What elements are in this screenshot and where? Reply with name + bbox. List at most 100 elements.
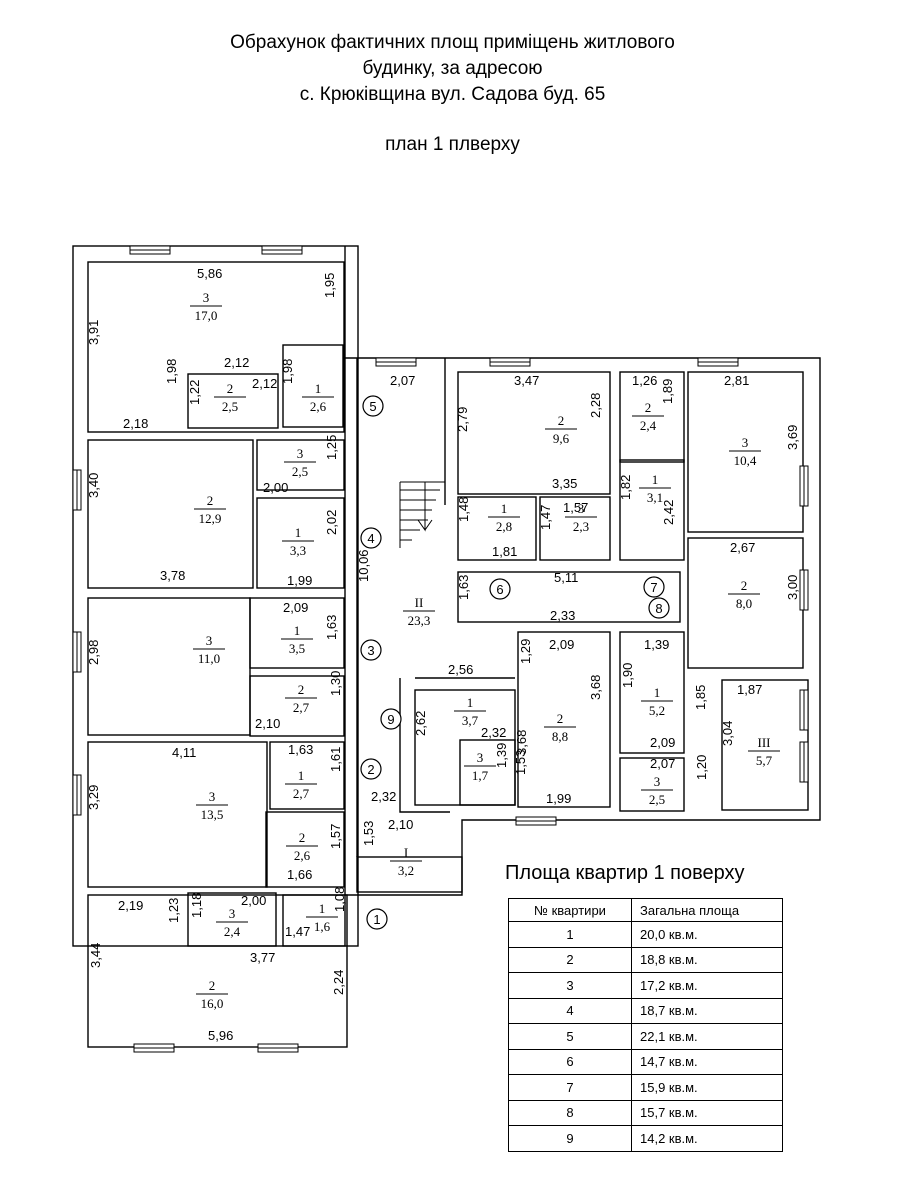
svg-text:3: 3 — [367, 643, 374, 658]
room-area: 2,4 — [224, 924, 241, 939]
staircase — [399, 481, 445, 548]
dimension-label: 10,06 — [356, 549, 371, 582]
dimension-label: 1,90 — [620, 663, 635, 688]
dimension-label: 1,99 — [546, 791, 571, 806]
dimension-label: 2,09 — [650, 735, 675, 750]
wall-3 — [87, 597, 251, 736]
wall-18 — [457, 496, 537, 561]
dimension-label: 1,63 — [324, 615, 339, 640]
room-area: 8,8 — [552, 729, 568, 744]
dimension-label: 1,63 — [288, 742, 313, 757]
dimension-label: 1,26 — [632, 373, 657, 388]
apartment-marker: 4 — [360, 527, 382, 549]
svg-text:9: 9 — [387, 712, 394, 727]
apartment-area: 15,9 кв.м. — [631, 1074, 783, 1101]
dimension-label: 5,96 — [208, 1028, 233, 1043]
room-number: 3 — [742, 435, 749, 450]
wall-20 — [619, 371, 685, 463]
wall-13 — [265, 811, 345, 888]
wall-6 — [187, 373, 279, 429]
apartment-number: 9 — [508, 1125, 632, 1152]
wall-21 — [619, 459, 685, 561]
apartments-table-title: Площа квартир 1 поверху — [505, 862, 745, 884]
apartment-marker: 1 — [366, 908, 388, 930]
room-area: 2,7 — [293, 786, 310, 801]
room-number: 2 — [741, 578, 748, 593]
dimension-label: 2,18 — [123, 416, 148, 431]
room-label: 311,0 — [193, 633, 225, 666]
room-area: 3,1 — [647, 490, 663, 505]
room-label: 216,0 — [196, 978, 228, 1011]
room-area: 3,2 — [398, 863, 414, 878]
dimension-label: 1,87 — [737, 682, 762, 697]
apartment-number: 3 — [508, 972, 632, 999]
title-line-3: с. Крюківщина вул. Садова буд. 65 — [299, 84, 606, 105]
dimension-label: 2,10 — [255, 716, 280, 731]
dimension-label: 1,29 — [518, 639, 533, 664]
wall-10 — [249, 597, 345, 669]
dimension-label: 2,79 — [455, 407, 470, 432]
room-number: II — [415, 595, 424, 610]
apartment-area: 14,2 кв.м. — [631, 1125, 783, 1152]
room-label: 317,0 — [190, 290, 222, 323]
room-label: 12,6 — [302, 381, 334, 414]
dimension-label: 3,35 — [552, 476, 577, 491]
svg-text:6: 6 — [496, 582, 503, 597]
dimension-label: 1,53 — [513, 750, 528, 775]
dimension-label: 2,56 — [448, 662, 473, 677]
apartment-number: 7 — [508, 1074, 632, 1101]
windows — [72, 245, 809, 1053]
apartment-area: 14,7 кв.м. — [631, 1048, 783, 1075]
room-number: 3 — [578, 501, 585, 516]
room-number: I — [404, 845, 408, 860]
apartment-number: 1 — [508, 921, 632, 948]
wall-19 — [539, 496, 611, 561]
dimension-label: 5,86 — [197, 266, 222, 281]
room-number: III — [758, 735, 771, 750]
room-area: 2,7 — [293, 700, 310, 715]
room-area: 3,5 — [289, 641, 305, 656]
wall-7 — [282, 344, 344, 428]
room-number: 1 — [294, 623, 301, 638]
dimension-label: 1,18 — [189, 893, 204, 918]
wall-path-4 — [399, 678, 450, 813]
dimension-label: 1,63 — [456, 575, 471, 600]
header-area: Загальна площа — [631, 898, 783, 922]
wall-9 — [256, 497, 345, 589]
dimension-label: 1,48 — [456, 497, 471, 522]
room-label: 28,0 — [728, 578, 760, 611]
dimension-label: 1,39 — [644, 637, 669, 652]
dimension-label: 1,98 — [280, 359, 295, 384]
room-label: 22,7 — [285, 682, 317, 715]
room-area: 2,6 — [310, 399, 327, 414]
room-label: 13,5 — [281, 623, 313, 656]
dimension-label: 1,85 — [693, 685, 708, 710]
wall-22 — [687, 371, 804, 533]
dimension-label: 3,91 — [86, 320, 101, 345]
room-number: 3 — [477, 750, 484, 765]
title-line-1: Обрахунок фактичних площ приміщень житло… — [230, 32, 675, 53]
dimension-label: 3,69 — [785, 425, 800, 450]
dimension-label: 2,00 — [263, 480, 288, 495]
dimension-label: 2,19 — [118, 898, 143, 913]
dimension-label: 3,40 — [86, 473, 101, 498]
apartment-marker: 8 — [648, 597, 670, 619]
room-area: 10,4 — [734, 453, 757, 468]
wall-29 — [619, 757, 685, 812]
room-number: 1 — [295, 525, 302, 540]
apartment-area: 22,1 кв.м. — [631, 1023, 783, 1050]
apartment-marker: 2 — [360, 758, 382, 780]
svg-text:7: 7 — [650, 580, 657, 595]
room-label: 28,8 — [544, 711, 576, 744]
room-number: 2 — [299, 830, 306, 845]
wall-14 — [187, 892, 277, 947]
room-area: 2,5 — [649, 792, 665, 807]
wall-26 — [459, 739, 516, 806]
svg-text:8: 8 — [655, 601, 662, 616]
dimension-label: 3,29 — [86, 785, 101, 810]
